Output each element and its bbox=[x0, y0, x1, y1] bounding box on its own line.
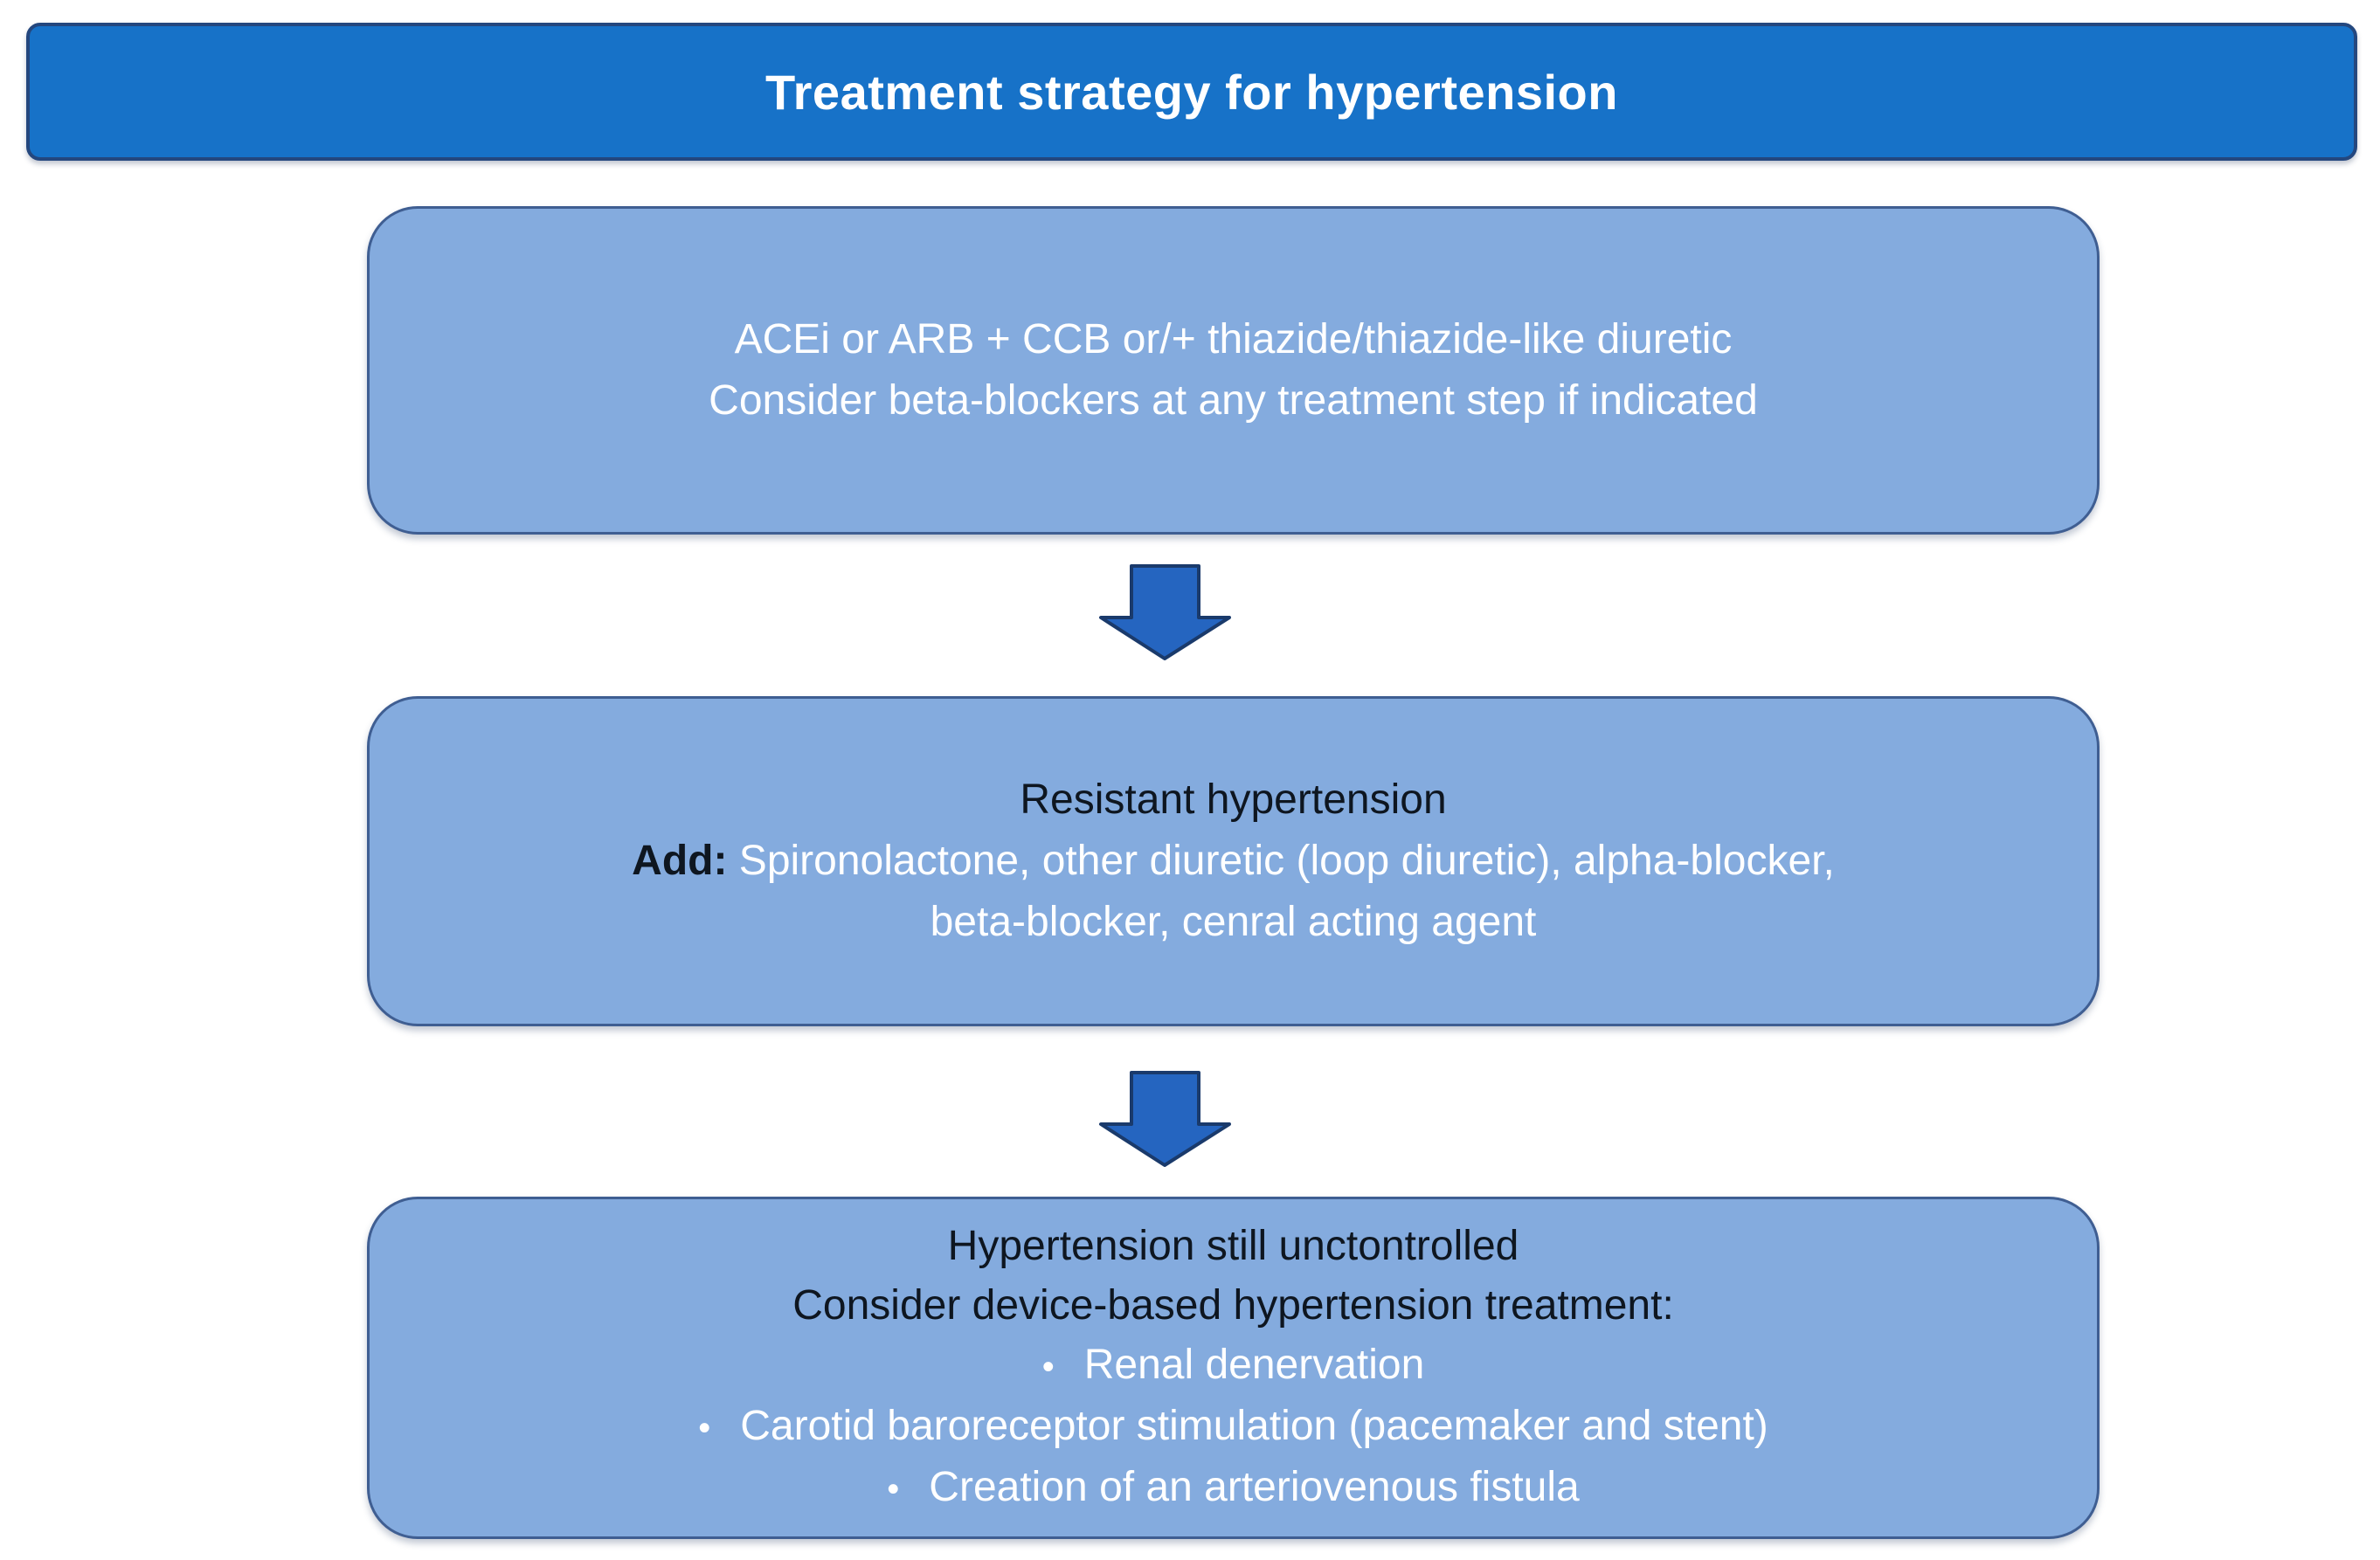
bullet-item: • Renal denervation bbox=[1042, 1336, 1425, 1397]
step3-line1: Hypertension still unctontrolled bbox=[947, 1223, 1519, 1269]
bullet-item: • Creation of an arteriovenous fistula bbox=[887, 1458, 1579, 1519]
bullet-text-arteriovenous-fistula: Creation of an arteriovenous fistula bbox=[929, 1464, 1580, 1510]
step2-continuation: beta-blocker, cenral acting agent bbox=[930, 899, 1537, 945]
bullet-dot: • bbox=[887, 1470, 900, 1508]
page-title: Treatment strategy for hypertension bbox=[765, 64, 1618, 120]
step-box-resistant-hypertension: Resistant hypertension Add: Spironolacto… bbox=[367, 696, 2100, 1026]
step3-line2: Consider device-based hypertension treat… bbox=[792, 1282, 1674, 1329]
step-box-initial-therapy: ACEi or ARB + CCB or/+ thiazide/thiazide… bbox=[367, 206, 2100, 535]
step-box-device-based-treatment: Hypertension still unctontrolled Conside… bbox=[367, 1197, 2100, 1539]
step2-add-line: Add: Spironolactone, other diuretic (loo… bbox=[632, 831, 1835, 892]
step2-add-label: Add: bbox=[632, 838, 728, 884]
bullet-dot: • bbox=[1041, 1348, 1055, 1386]
down-arrow-icon bbox=[1099, 564, 1231, 660]
step1-line2: Consider beta-blockers at any treatment … bbox=[709, 377, 1758, 424]
bullet-text-carotid-baroreceptor: Carotid baroreceptor stimulation (pacema… bbox=[740, 1403, 1768, 1449]
title-bar: Treatment strategy for hypertension bbox=[26, 23, 2357, 161]
bullet-text-renal-denervation: Renal denervation bbox=[1083, 1342, 1425, 1388]
bullet-item: • Carotid baroreceptor stimulation (pace… bbox=[698, 1397, 1768, 1458]
down-arrow-icon bbox=[1099, 1071, 1231, 1167]
bullet-dot: • bbox=[698, 1409, 711, 1447]
step1-line1: ACEi or ARB + CCB or/+ thiazide/thiazide… bbox=[734, 316, 1733, 362]
step2-add-text: Spironolactone, other diuretic (loop diu… bbox=[738, 838, 1835, 884]
step2-heading: Resistant hypertension bbox=[1020, 777, 1447, 823]
